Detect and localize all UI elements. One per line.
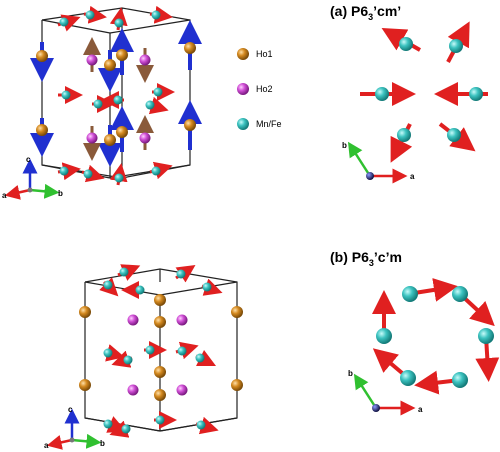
axis-label-c: c	[26, 155, 31, 164]
panel-b-cell-axis-c: c	[68, 405, 73, 414]
legend-mnfe-swatch	[237, 118, 249, 130]
panel-b-axis-b: b	[348, 369, 353, 378]
panel-a-title: (a) P63’cm’	[330, 3, 401, 22]
panel-a-spin-pattern: a b	[342, 21, 488, 184]
panel-a-axis-b: b	[342, 141, 347, 150]
axis-label-a: a	[2, 191, 7, 200]
legend-ho2-swatch	[237, 83, 249, 95]
panel-b-title: (b) P63’c’m	[330, 249, 402, 268]
panel-a-title-prefix: (a) P6	[330, 3, 368, 19]
panel-b-title-suffix: ’c’m	[374, 249, 402, 265]
panel-b-cell-axis-a: a	[44, 441, 49, 450]
panel-b-spin-pattern: a b	[348, 278, 500, 416]
panel-a-title-suffix: ’cm’	[373, 3, 401, 19]
ho1-spins-panel-a	[30, 20, 202, 167]
ho2-spins-panel-a	[83, 37, 154, 161]
panel-b-crystal-cell: c a b	[44, 264, 243, 450]
panel-b-axis-a: a	[418, 405, 423, 414]
panel-a-crystal-cell: c a b	[2, 5, 202, 200]
legend-ho1-swatch	[237, 48, 249, 60]
legend: Ho1 Ho2 Mn/Fe	[237, 48, 282, 130]
legend-mnfe-label: Mn/Fe	[256, 119, 282, 129]
legend-ho2-label: Ho2	[256, 84, 273, 94]
panel-b-cell-axis-b: b	[100, 439, 105, 448]
panel-a-axis-a: a	[410, 172, 415, 181]
panel-b-title-sub: 3	[369, 258, 374, 268]
mnfe-spins-panel-a	[57, 5, 175, 186]
axes-triad-panel-a: c a b	[2, 155, 63, 200]
panel-a-title-sub: 3	[368, 12, 373, 22]
axis-label-b: b	[58, 189, 63, 198]
panel-b-title-prefix: (b) P6	[330, 249, 369, 265]
legend-ho1-label: Ho1	[256, 49, 273, 59]
